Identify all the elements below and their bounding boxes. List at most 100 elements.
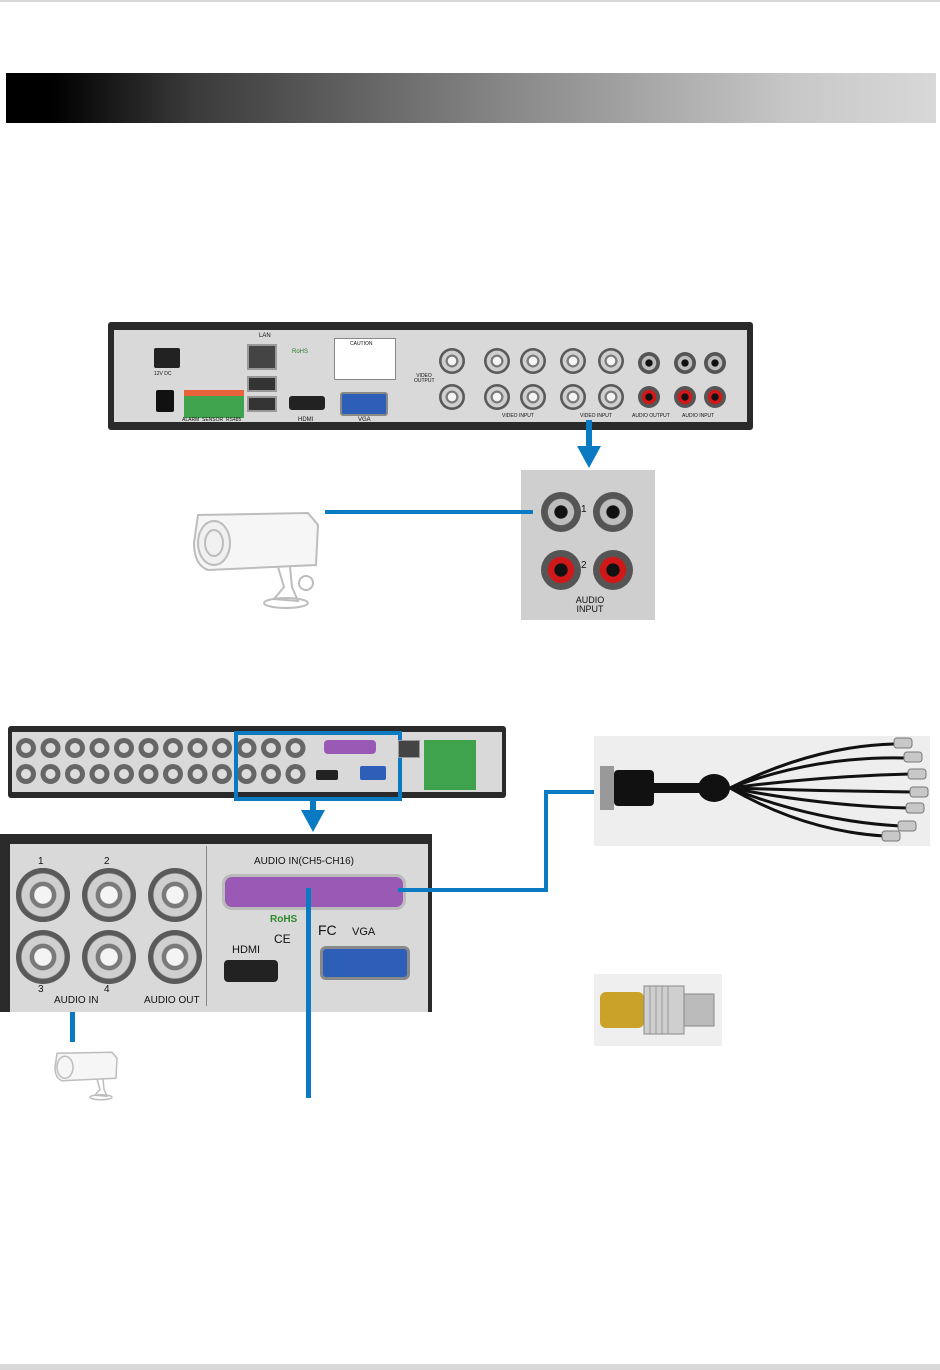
- zoom2-ch1-label: 1: [38, 856, 44, 867]
- power-switch: [154, 348, 180, 368]
- bnc-small-inner: [119, 769, 129, 779]
- audio-input-zoom: 1 2 AUDIO INPUT: [521, 470, 655, 620]
- audio-output-rca-1: [638, 352, 660, 374]
- audio-input-rca-1: [674, 352, 696, 374]
- audio-input-label: AUDIO INPUT: [682, 414, 714, 419]
- hdmi-port: [289, 396, 325, 410]
- arrow-down-icon-2: [301, 810, 325, 832]
- audio-input-rca-3: [674, 386, 696, 408]
- zoom2-ce-label: CE: [274, 932, 291, 946]
- bnc-small-inner: [46, 769, 56, 779]
- zoom2-rohs-label: RoHS: [270, 914, 297, 925]
- hdmi-port-small: [316, 770, 338, 780]
- vga-port: [340, 392, 388, 416]
- dvr-bottom-zoom: [0, 834, 432, 1012]
- lan-port: [247, 344, 277, 370]
- db25-connector-line-vertical: [306, 888, 311, 1098]
- camera-connector-line: [325, 510, 533, 514]
- video-input-bnc-6: [598, 348, 624, 374]
- video-input-bnc-5: [560, 348, 586, 374]
- db25-port-large: [222, 874, 406, 910]
- audio-input-rca-2: [704, 352, 726, 374]
- zoom-rca-1: [541, 492, 581, 532]
- bnc-small-inner: [119, 743, 129, 753]
- lan-port-bottom: [398, 740, 420, 758]
- zoom-audio-input-label: AUDIO INPUT: [565, 596, 615, 614]
- arrow-down-icon: [577, 446, 601, 468]
- db25-breakout-cable: [594, 736, 930, 846]
- audio-input-rca-4: [704, 386, 726, 408]
- video-input-bnc-1: [484, 348, 510, 374]
- audio-in-bnc-4: [82, 930, 136, 984]
- audio-out-bnc-2: [148, 930, 202, 984]
- video-input-right-label: VIDEO INPUT: [580, 414, 612, 419]
- zoom2-ch3-label: 3: [38, 984, 44, 995]
- audio-in-bnc-1: [16, 868, 70, 922]
- zoom-rca-3: [541, 550, 581, 590]
- bnc-rca-adapter-icon: [594, 974, 722, 1046]
- zoom-rca-4: [593, 550, 633, 590]
- video-input-bnc-8: [598, 384, 624, 410]
- usb-port-2: [247, 396, 277, 412]
- audio-output-rca-2: [638, 386, 660, 408]
- video-output-label: VIDEO OUTPUT: [414, 374, 434, 384]
- bottom-rule: [0, 1364, 940, 1370]
- bnc-small-inner: [217, 743, 227, 753]
- vga-port-small: [360, 766, 386, 780]
- top-rule: [0, 0, 940, 2]
- dvr-rear-panel-top: 12V DC ALARM SENSOR RS485 LAN HDMI VGA R…: [108, 322, 753, 430]
- terminal-block-bottom: [424, 740, 476, 790]
- zoom-ch1-label: 1: [581, 504, 587, 515]
- zoom2-audio-in-label: AUDIO IN: [54, 995, 98, 1006]
- bnc-small-inner: [168, 743, 178, 753]
- audio-in-camera-line: [70, 1012, 75, 1042]
- rohs-label: RoHS: [292, 350, 308, 355]
- video-input-bnc-3: [484, 384, 510, 410]
- bnc-small-inner: [21, 769, 31, 779]
- zoom2-fc-label: FC: [318, 922, 337, 938]
- zoom2-ch4-label: 4: [104, 984, 110, 995]
- bnc-small-inner: [70, 769, 80, 779]
- video-output-bnc-1: [439, 348, 465, 374]
- db25-connector-line-up: [544, 790, 548, 892]
- video-input-bnc-7: [560, 384, 586, 410]
- vga-port-large: [320, 946, 410, 980]
- rs485-label: RS485: [226, 418, 241, 423]
- bnc-small-inner: [46, 743, 56, 753]
- bnc-small-inner: [95, 743, 105, 753]
- camera-icon-small: [52, 1042, 122, 1102]
- video-output-bnc-2: [439, 384, 465, 410]
- lan-label: LAN: [259, 334, 271, 339]
- hdmi-port-large: [224, 960, 278, 982]
- sensor-label: SENSOR: [202, 418, 223, 423]
- alarm-label: ALARM: [182, 418, 199, 423]
- bnc-small-inner: [193, 743, 203, 753]
- zoom2-audio-out-label: AUDIO OUT: [144, 995, 200, 1006]
- zoom2-ch2-label: 2: [104, 856, 110, 867]
- bnc-small-inner: [70, 743, 80, 753]
- zoom-ch2-label: 2: [581, 560, 587, 571]
- camera-icon: [188, 495, 328, 610]
- bnc-rca-adapter: [594, 974, 722, 1046]
- caution-label: CAUTION: [350, 342, 373, 347]
- audio-output-label: AUDIO OUTPUT: [632, 414, 670, 419]
- video-input-left-label: VIDEO INPUT: [502, 414, 534, 419]
- bnc-small-inner: [217, 769, 227, 779]
- zoom-rca-2: [593, 492, 633, 532]
- breakout-cable-icon: [594, 736, 930, 846]
- zoom2-vga-label: VGA: [352, 926, 375, 938]
- vga-label: VGA: [358, 418, 371, 423]
- bnc-small-inner: [144, 769, 154, 779]
- db25-port-small: [324, 740, 376, 754]
- dc-jack: [156, 390, 174, 412]
- hdmi-label: HDMI: [298, 418, 313, 423]
- audio-in-bnc-3: [16, 930, 70, 984]
- bnc-small-inner: [193, 769, 203, 779]
- bnc-small-inner: [144, 743, 154, 753]
- audio-in-bnc-2: [82, 868, 136, 922]
- db25-connector-line-horizontal: [398, 888, 548, 892]
- db25-connector-line-top: [544, 790, 596, 794]
- audio-out-bnc-1: [148, 868, 202, 922]
- video-input-bnc-2: [520, 348, 546, 374]
- usb-port-1: [247, 376, 277, 392]
